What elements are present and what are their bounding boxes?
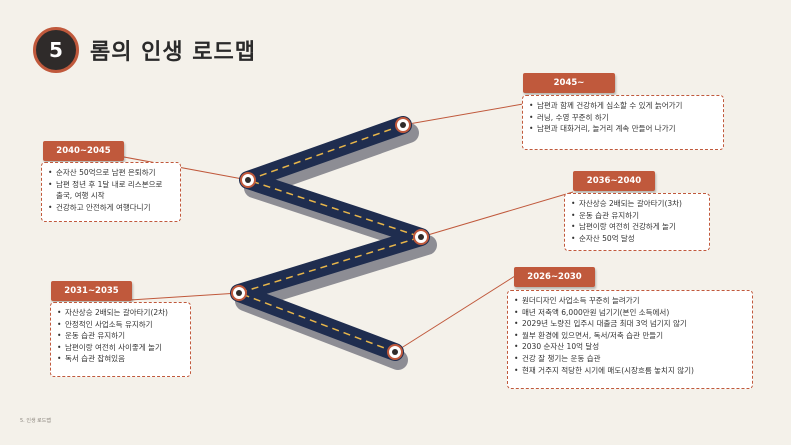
milestone-marker-2040 [240,172,256,188]
connector-line-2026 [394,275,516,353]
page-title: 롬의 인생 로드맵 [90,40,256,65]
milestone-box-2031: 자산상승 2배되는 갈아타기(2차) 안정적인 사업소득 유지하기 운동 습관 … [50,302,191,377]
connector-line-2036 [420,191,574,238]
road-center-line [238,124,422,353]
connector-line-2031 [129,292,240,301]
milestone-item: 출국, 여행 시작 [48,190,174,202]
milestone-item: 남편이랑 여전히 사이좋게 놀기 [57,342,184,354]
milestone-box-2026: 원더디자인 사업소득 꾸준히 늘려가기 매년 저축액 6,000만원 넘기기(본… [507,290,753,389]
milestone-marker-2045 [395,117,411,133]
milestone-item: 건강하고 안전하게 여행다니기 [48,202,174,214]
milestone-item: 남편과 대화거리, 놀거리 계속 만들어 나가기 [529,123,717,135]
milestone-marker-2031 [231,285,247,301]
footer-label: 5. 인생 로드맵 [20,418,51,424]
milestone-item: 운동 습관 유지하기 [571,210,703,222]
milestone-item: 남편과 함께 건강하게 심소할 수 있게 늙어가기 [529,100,717,112]
milestone-item: 독서 습관 잡혀있음 [57,353,184,365]
milestone-item: 자산상승 2배되는 갈아타기(3차) [571,198,703,210]
period-tag-2036: 2036~2040 [573,171,655,191]
milestone-marker-2026 [387,344,403,360]
period-tag-2026: 2026~2030 [514,267,595,287]
milestone-item: 매년 저축액 6,000만원 넘기기(본인 소득에서) [514,307,746,319]
milestone-item: 2029년 노량진 입주시 대출금 최대 3억 넘기지 않기 [514,318,746,330]
connector-line-2040 [123,156,249,181]
milestone-box-2040: 순자산 50억으로 남편 은퇴하기 남편 정년 후 1달 내로 리스본으로 출국… [41,162,181,222]
milestone-item: 러닝, 수영 꾸준히 하기 [529,112,717,124]
milestone-item: 2030 순자산 10억 달성 [514,341,746,353]
milestone-box-2036: 자산상승 2배되는 갈아타기(3차) 운동 습관 유지하기 남편이랑 여전히 건… [564,193,710,251]
milestone-box-2045: 남편과 함께 건강하게 심소할 수 있게 늙어가기 러닝, 수영 꾸준히 하기 … [522,95,724,150]
period-tag-2031: 2031~2035 [51,281,132,301]
milestone-item-continued: 출국, 여행 시작 [56,191,105,201]
milestone-marker-2036 [413,229,429,245]
milestone-item: 자산상승 2배되는 갈아타기(2차) [57,307,184,319]
milestone-item: 원더디자인 사업소득 꾸준히 늘려가기 [514,295,746,307]
milestone-item: 월부 환경에 있으면서, 독서/저축 습관 만들기 [514,330,746,342]
period-tag-2045: 2045~ [523,73,615,93]
section-number: 5 [49,38,63,62]
milestone-item: 현재 거주지 적당한 시기에 매도(시장흐름 놓치지 않기) [514,365,746,377]
milestone-item: 운동 습관 유지하기 [57,330,184,342]
milestone-item: 남편 정년 후 1달 내로 리스본으로 [48,179,174,191]
milestone-item: 안정적인 사업소득 유지하기 [57,319,184,331]
milestone-item: 남편이랑 여전히 건강하게 놀기 [571,221,703,233]
milestone-item: 순자산 50억 달성 [571,233,703,245]
connector-line-2045 [402,103,524,126]
milestone-item: 건강 잘 챙기는 운동 습관 [514,353,746,365]
section-number-badge: 5 [33,27,79,73]
period-tag-2040: 2040~2045 [43,141,124,161]
milestone-item: 순자산 50억으로 남편 은퇴하기 [48,167,174,179]
